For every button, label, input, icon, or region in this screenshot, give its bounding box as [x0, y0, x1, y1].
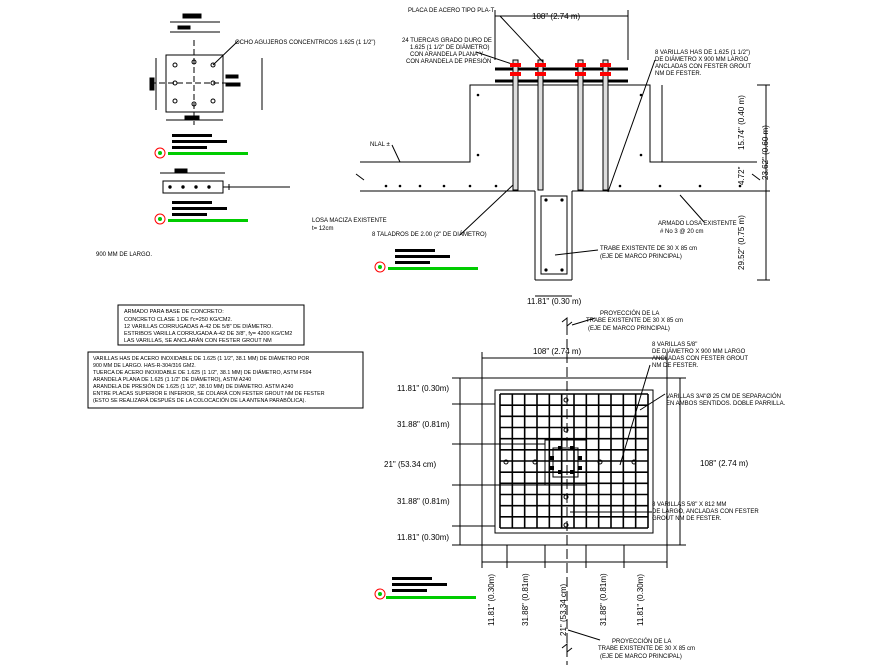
- section-rebar: [384, 93, 742, 272]
- note1-line-4: ESTRIBOS VARILLA CORRUGADA A-42 DE 3/8",…: [124, 331, 292, 337]
- plate-label: PLACA DE ACERO TIPO PLA-T: [408, 8, 495, 14]
- detail-a-title: [154, 134, 248, 159]
- note1-line-2: CONCRETO CLASE 1 DE f'c=250 KG/CM2.: [124, 317, 233, 323]
- label58-1: 8 VARILLAS 5/8": [652, 342, 697, 348]
- plan-view: [452, 316, 686, 665]
- anchor-nuts: [510, 63, 611, 76]
- label34-2: EN AMBOS SENTIDOS. DOBLE PARRILLA.: [666, 401, 786, 407]
- plan-title: [374, 577, 476, 600]
- proj-top-1: PROYECCIÓN DE LA: [600, 310, 659, 317]
- dim-r1: 15.74" (0.40 m): [737, 95, 746, 150]
- proj-bottom-2: TRABE EXISTENTE DE 30 X 85 cm: [598, 646, 695, 652]
- note2-line-5: ARANDELA DE PRESIÓN DE 1.625 (1 1/2", 38…: [93, 383, 293, 390]
- proj-top-3: (EJE DE MARCO PRINCIPAL): [588, 326, 670, 332]
- length-note: 900 MM DE LARGO.: [96, 252, 152, 258]
- plan-top-dim: 108" (2.74 m): [533, 347, 582, 356]
- nuts-label-3: CON ARANDELA PLANA Y: [410, 52, 483, 58]
- note-box-1: ARMADO PARA BASE DE CONCRETO: CONCRETO C…: [117, 304, 305, 346]
- bottom-dim-2: 31.88" (0.81m): [521, 573, 530, 626]
- nuts-label-2: 1.625 (1 1/2" DE DIÁMETRO): [410, 44, 490, 51]
- mini-elevation: [160, 168, 290, 194]
- rods-label-3: ANCLADAS CON FESTER GROUT: [655, 64, 751, 70]
- label34-1: VARILLAS 3/4"Ø 25 CM DE SEPARACIÓN: [666, 393, 781, 400]
- section-view: [355, 10, 770, 297]
- left-dim-1: 11.81" (0.30m): [397, 384, 449, 393]
- nlal-label: NLAL ±: [370, 142, 390, 148]
- left-dim-4: 31.88" (0.81m): [397, 497, 450, 506]
- section-top-dim: 108" (2.74 m): [532, 12, 581, 21]
- drill-label: 8 TALADROS DE 2.00 (2" DE DIÁMETRO): [372, 231, 487, 238]
- beam-width-dim: 11.81" (0.30 m): [527, 297, 582, 306]
- label812-2: DE LARGO, ANCLADAS CON FESTER: [652, 509, 759, 515]
- plan-right-dim: 108" (2.74 m): [700, 459, 749, 468]
- plan-rods: [503, 397, 637, 528]
- label812-1: 8 VARILLAS 5/8" X 812 MM: [652, 502, 726, 508]
- note2-line-7: (ESTO SE REALIZARÁ DESPUÉS DE LA COLOCAC…: [93, 397, 306, 404]
- beam-label-1: TRABE EXISTENTE DE 30 X 85 cm: [600, 246, 697, 252]
- armado-label-1: ARMADO LOSA EXISTENTE: [658, 221, 737, 227]
- dim-r3: 23.62" (0.60 m): [761, 125, 770, 180]
- rods-label-2: DE DIÁMETRO X 900 MM LARGO: [655, 56, 749, 63]
- proj-bottom-1: PROYECCIÓN DE LA: [612, 638, 671, 645]
- left-dim-3: 21" (53.34 cm): [384, 460, 437, 469]
- left-dim-2: 31.88" (0.81m): [397, 420, 450, 429]
- note2-line-6: ENTRE PLACAS SUPERIOR E INFERIOR, SE COL…: [93, 390, 325, 397]
- label58-2: DE DIÁMETRO X 900 MM LARGO: [652, 348, 746, 355]
- dim-r4: 29.52" (0.75 m): [737, 215, 746, 270]
- label58-4: NM DE FESTER.: [652, 363, 699, 369]
- bottom-dim-1: 11.81" (0.30m): [487, 574, 496, 626]
- note-box-2: VARILLAS HAS DE ACERO INOXIDABLE DE 1.62…: [87, 351, 364, 409]
- dim-r2: 4.72": [737, 166, 746, 185]
- label58-3: ANCLADAS CON FESTER GROUT: [652, 356, 748, 362]
- note2-line-3: TUERCA DE ACERO INOXIDABLE DE 1.625 (1 1…: [93, 369, 312, 376]
- proj-top-2: TRABE EXISTENTE DE 30 X 85 cm: [586, 318, 683, 324]
- note1-line-1: ARMADO PARA BASE DE CONCRETO:: [124, 309, 224, 315]
- armado-label-2: # No 3 @ 20 cm: [660, 229, 703, 235]
- rods-label-4: NM DE FESTER.: [655, 71, 702, 77]
- bottom-dim-3: 21" (53.34 cm): [559, 583, 568, 636]
- note1-line-3: 12 VARILLAS CORRUGADAS A-42 DE 5/8" DE D…: [124, 323, 273, 330]
- beam-label-2: (EJE DE MARCO PRINCIPAL): [600, 254, 682, 260]
- detail-b-title: [154, 201, 248, 225]
- left-dim-5: 11.81" (0.30m): [397, 533, 449, 542]
- base-plate-detail: [149, 13, 263, 125]
- rod-holes-label: OCHO AGUJEROS CONCENTRICOS 1.625 (1 1/2"…: [235, 40, 376, 46]
- bottom-dim-4: 31.88" (0.81m): [599, 573, 608, 626]
- section-title: [374, 249, 478, 273]
- note2-line-1: VARILLAS HAS DE ACERO INOXIDABLE DE 1.62…: [93, 355, 310, 362]
- nuts-label-4: CON ARANDELA DE PRESIÓN: [406, 58, 491, 65]
- note2-line-4: ARANDELA PLANA DE 1.625 (1 1/2" DE DIÁME…: [93, 376, 251, 383]
- rods-label-1: 8 VARILLAS HAS DE 1.625 (1 1/2"): [655, 50, 750, 56]
- label812-3: GROUT NM DE FESTER.: [652, 516, 722, 522]
- note2-line-2: 900 MM DE LARGO. HAS-R-304/316 GM2.: [93, 363, 196, 369]
- bottom-dim-5: 11.81" (0.30m): [636, 574, 645, 626]
- proj-bottom-3: (EJE DE MARCO PRINCIPAL): [600, 654, 682, 660]
- note1-line-5: LAS VARILLAS, SE ANCLARÁN CON FESTER GRO…: [124, 337, 272, 344]
- slab-label-1: LOSA MACIZA EXISTENTE: [312, 218, 387, 224]
- slab-label-2: t= 12cm: [312, 226, 334, 232]
- nuts-label-1: 24 TUERCAS GRADO DURO DE: [402, 38, 492, 44]
